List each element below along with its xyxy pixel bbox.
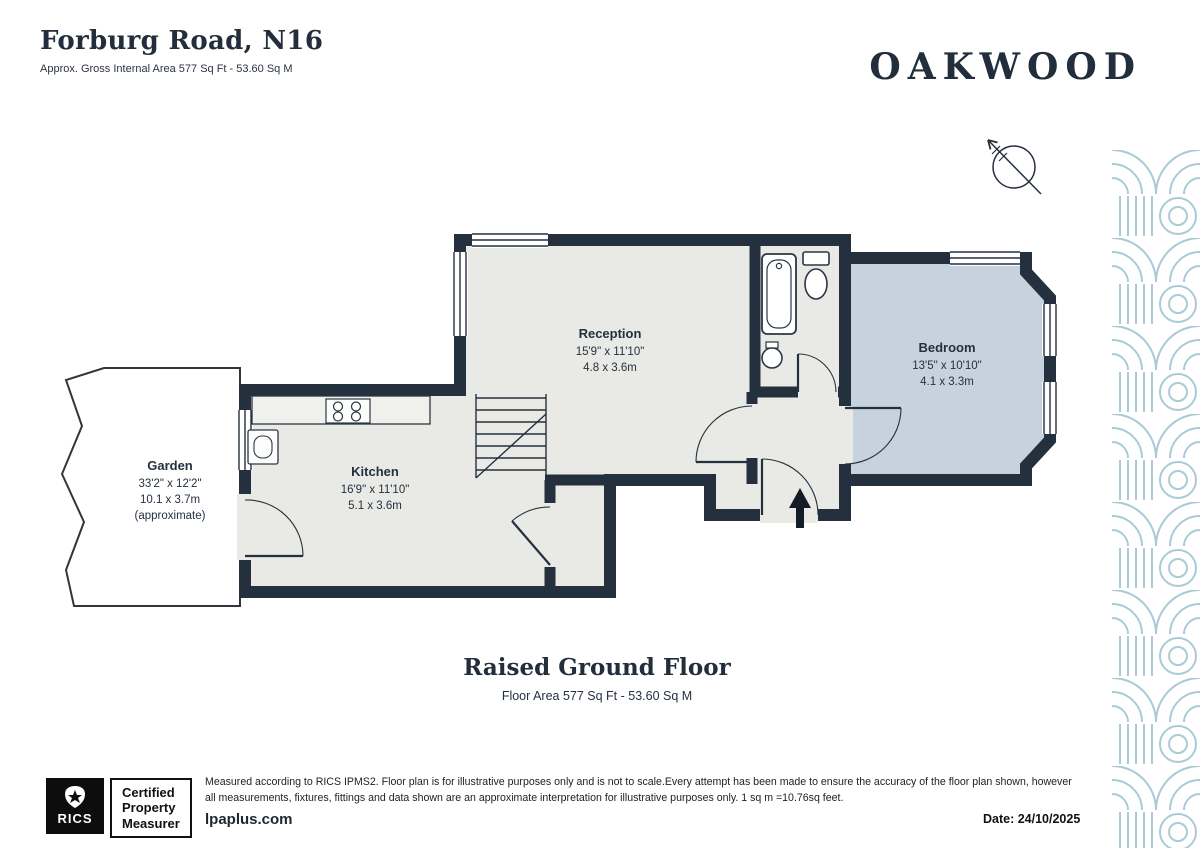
floor-subtitle: Floor Area 577 Sq Ft - 53.60 Sq M [501, 689, 693, 703]
compass-icon [987, 139, 1042, 195]
rics-logo: RICS [46, 778, 104, 834]
badge-line: Measurer [122, 815, 180, 831]
room-dims-metric: 4.8 x 3.6m [583, 362, 637, 375]
windows [237, 232, 1058, 470]
room-dims-metric: 4.1 x 3.3m [920, 376, 974, 389]
badge-line: Certified [122, 785, 175, 800]
toilet-icon [802, 251, 830, 300]
kitchen-sink-icon [247, 429, 279, 465]
rics-crest-icon [65, 786, 85, 808]
bathtub-icon [761, 253, 797, 335]
room-dims-metric: 10.1 x 3.7m [139, 494, 201, 507]
website-text: lpaplus.com [205, 811, 293, 828]
room-dims-metric: 5.1 x 3.6m [348, 500, 402, 513]
room-dims-imperial: 15'9" x 11'10" [575, 346, 645, 358]
room-label-kitchen: Kitchen 16'9" x 11'10" 5.1 x 3.6m [300, 464, 450, 514]
header: Forburg Road, N16 Approx. Gross Internal… [40, 26, 323, 75]
room-dims-imperial: 16'9" x 11'10" [340, 484, 410, 496]
page-subtitle: Approx. Gross Internal Area 577 Sq Ft - … [40, 63, 293, 75]
room-label-bedroom: Bedroom 13'5" x 10'10" 4.1 x 3.3m [872, 340, 1022, 390]
room-label-garden: Garden 33'2" x 12'2" 10.1 x 3.7m (approx… [95, 458, 245, 524]
floor-title-block: Raised Ground Floor Floor Area 577 Sq Ft… [297, 654, 897, 703]
bedroom-outline [839, 252, 1056, 486]
room-dims-imperial: 13'5" x 10'10" [912, 360, 982, 372]
bathroom-fixtures [761, 251, 830, 369]
entrance-arrow-icon [789, 488, 811, 528]
room-note: (approximate) [134, 510, 206, 523]
kitchen-counter [247, 395, 431, 465]
garden-outline [60, 367, 241, 607]
staircase [475, 394, 547, 479]
room-name: Reception [578, 326, 642, 341]
room-label-reception: Reception 15'9" x 11'10" 4.8 x 3.6m [535, 326, 685, 376]
rics-badge: RICS Certified Property Measurer [46, 778, 192, 838]
brand-logo: OAKWOOD [869, 46, 1142, 88]
room-name: Kitchen [351, 464, 399, 479]
room-name: Garden [147, 458, 193, 473]
date-text: Date: 24/10/2025 [983, 812, 1081, 826]
hob-icon [325, 398, 371, 424]
room-name: Bedroom [918, 340, 976, 355]
doors [244, 353, 902, 566]
page-title: Forburg Road, N16 [40, 26, 324, 56]
rics-label: RICS [57, 811, 93, 826]
disclaimer-text: Measured according to RICS IPMS2. Floor … [205, 776, 1072, 804]
deco-pattern-strip [1112, 150, 1200, 848]
basin-icon [761, 341, 783, 369]
certified-measurer-box: Certified Property Measurer [110, 778, 192, 838]
floor-title: Raised Ground Floor [463, 654, 731, 681]
room-dims-imperial: 33'2" x 12'2" [138, 478, 202, 490]
badge-line: Property [122, 800, 176, 816]
